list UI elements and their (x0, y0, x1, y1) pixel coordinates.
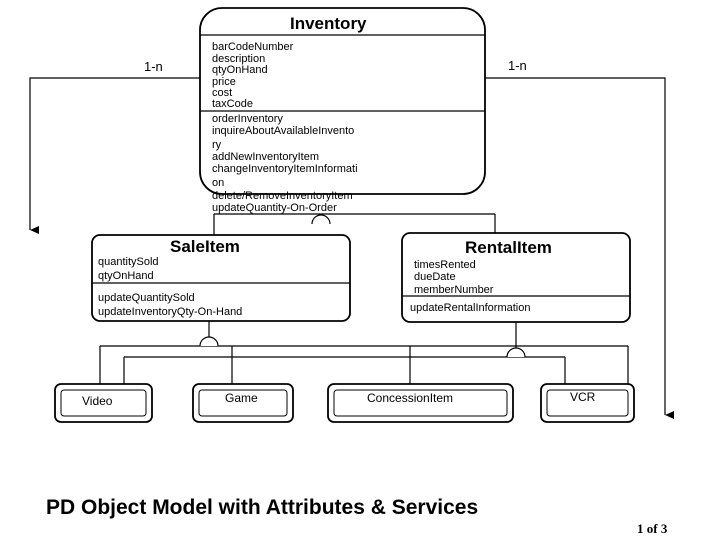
page-number: 1 of 3 (637, 521, 668, 536)
class-name-video: Video (82, 394, 113, 408)
inventory-attribute: taxCode (212, 98, 253, 110)
sale-item-service: updateInventoryQty-On-Hand (98, 306, 242, 318)
inventory-attribute: description (212, 53, 265, 65)
class-concession-item: ConcessionItem (327, 383, 514, 423)
class-name-sale-item: SaleItem (170, 237, 240, 256)
inventory-service: updateQuantity-On-Order (212, 202, 337, 214)
inventory-service: delete/RemoveInventoryItem (212, 190, 353, 202)
multiplicity-right: 1-n (508, 58, 527, 73)
class-game: Game (192, 383, 294, 423)
class-name-game: Game (225, 391, 258, 405)
class-name-vcr: VCR (570, 390, 596, 404)
association-left (29, 77, 200, 234)
inventory-service: inquireAboutAvailableInvento (212, 125, 354, 137)
sale-item-attribute: qtyOnHand (98, 270, 154, 282)
inventory-service: addNewInventoryItem (212, 151, 319, 163)
inventory-service: orderInventory (212, 113, 283, 125)
inventory-service: on (212, 177, 224, 189)
class-name-concession-item: ConcessionItem (367, 391, 453, 405)
generalization-inventory (213, 213, 496, 237)
inventory-attribute: barCodeNumber (212, 41, 294, 53)
rental-item-attribute: timesRented (414, 259, 476, 271)
inventory-service: changeInventoryItemInformati (212, 163, 358, 175)
sale-item-attribute: quantitySold (98, 256, 159, 268)
class-vcr: VCR (540, 383, 635, 423)
inventory-attribute: cost (212, 87, 232, 99)
generalization-half-circle-rental (506, 347, 526, 358)
class-name-rental-item: RentalItem (465, 238, 552, 257)
slide-title: PD Object Model with Attributes & Servic… (46, 496, 479, 519)
class-inventory: Inventory barCodeNumber description qtyO… (199, 7, 486, 214)
generalization-half-circle-sale (199, 336, 219, 347)
class-sale-item: SaleItem quantitySold qtyOnHand updateQu… (91, 234, 351, 322)
inventory-attribute: price (212, 76, 236, 88)
association-right (485, 77, 674, 419)
inventory-service: ry (212, 139, 222, 151)
generalization-subclasses (99, 321, 629, 384)
inventory-attribute: qtyOnHand (212, 64, 268, 76)
multiplicity-left: 1-n (144, 59, 163, 74)
class-video: Video (54, 383, 153, 423)
generalization-half-circle (311, 214, 331, 225)
rental-item-attribute: memberNumber (414, 284, 494, 296)
sale-item-service: updateQuantitySold (98, 292, 195, 304)
class-name-inventory: Inventory (290, 14, 367, 33)
class-rental-item: RentalItem timesRented dueDate memberNum… (401, 232, 631, 323)
rental-item-attribute: dueDate (414, 271, 456, 283)
rental-item-service: updateRentalInformation (410, 302, 530, 314)
